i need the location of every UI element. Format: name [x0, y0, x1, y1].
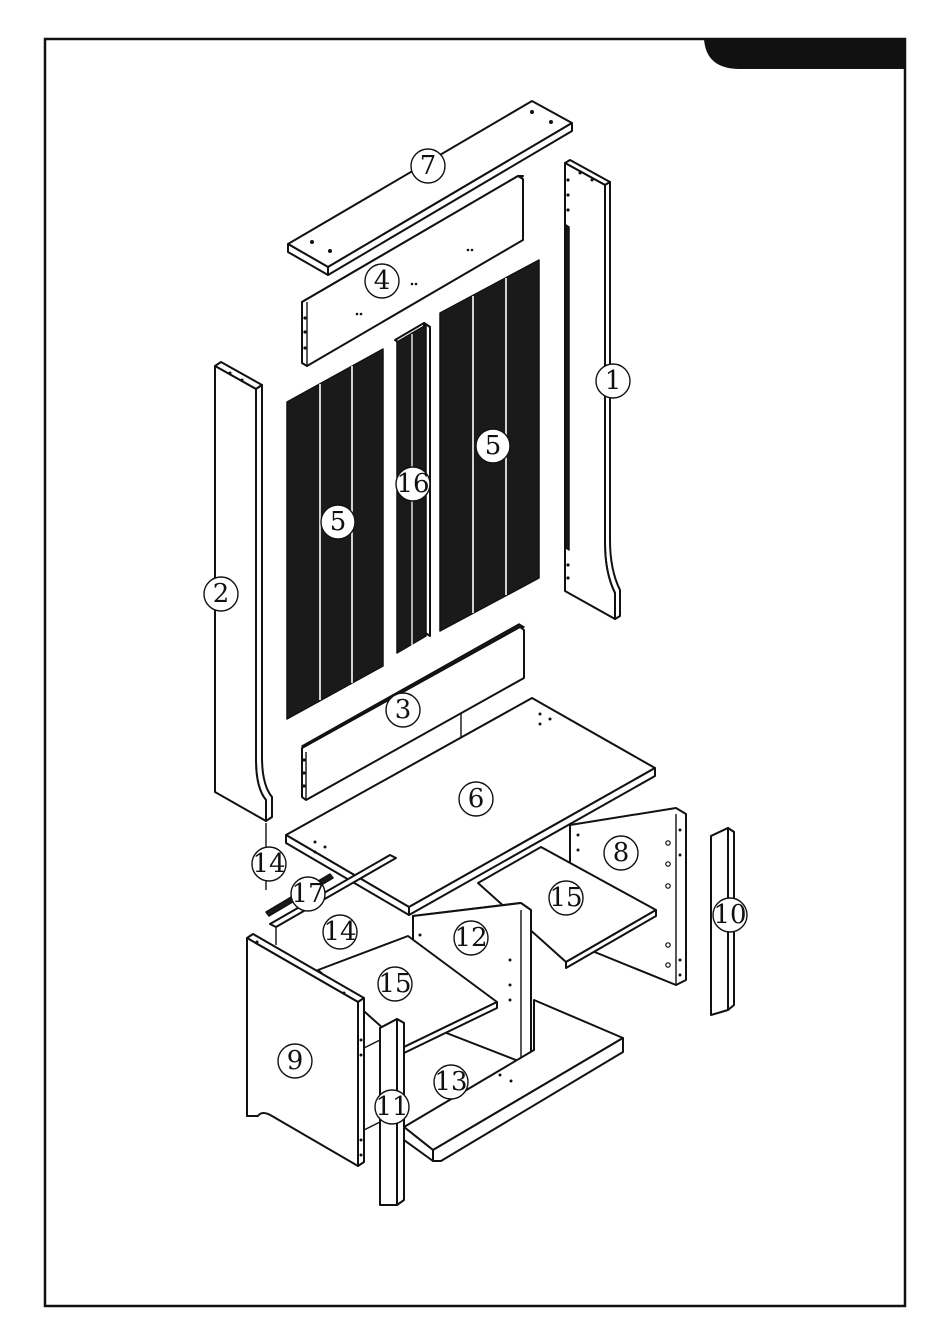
part-label-2: 2 — [204, 577, 238, 611]
part-label-12: 12 — [454, 921, 488, 955]
part-label-17: 17 — [291, 877, 325, 911]
svg-text:2: 2 — [213, 579, 230, 609]
part-label-6: 6 — [459, 782, 493, 816]
svg-text:13: 13 — [434, 1067, 467, 1097]
svg-text:16: 16 — [396, 469, 429, 499]
part-label-7: 7 — [411, 149, 445, 183]
part-label-11: 11 — [375, 1090, 409, 1124]
svg-text:9: 9 — [287, 1046, 304, 1076]
svg-text:10: 10 — [713, 900, 746, 930]
part-label-1: 1 — [596, 364, 630, 398]
part-label-16: 16 — [396, 467, 430, 501]
svg-text:14: 14 — [252, 849, 285, 879]
svg-text:4: 4 — [374, 266, 391, 296]
svg-text:15: 15 — [378, 969, 411, 999]
part-label-14-upper: 14 — [252, 847, 286, 881]
svg-text:15: 15 — [549, 883, 582, 913]
svg-text:3: 3 — [395, 695, 412, 725]
svg-text:14: 14 — [323, 917, 356, 947]
svg-text:11: 11 — [375, 1092, 408, 1122]
svg-text:8: 8 — [613, 838, 630, 868]
part-label-3: 3 — [386, 693, 420, 727]
part-label-13: 13 — [434, 1065, 468, 1099]
part-label-15-left: 15 — [378, 967, 412, 1001]
svg-text:17: 17 — [291, 879, 324, 909]
part-label-9: 9 — [278, 1044, 312, 1078]
svg-text:1: 1 — [605, 366, 622, 396]
svg-text:12: 12 — [454, 923, 487, 953]
svg-text:5: 5 — [330, 507, 347, 537]
svg-text:7: 7 — [420, 151, 437, 181]
part-label-15-right: 15 — [549, 881, 583, 915]
part-label-5-left: 5 — [321, 505, 355, 539]
part-label-10: 10 — [713, 898, 747, 932]
svg-text:6: 6 — [468, 784, 485, 814]
part-label-14-lower: 14 — [323, 915, 357, 949]
part-label-4: 4 — [365, 264, 399, 298]
header-tab — [704, 39, 906, 69]
part-label-8: 8 — [604, 836, 638, 870]
svg-text:5: 5 — [485, 431, 502, 461]
part-label-5-right: 5 — [476, 429, 510, 463]
